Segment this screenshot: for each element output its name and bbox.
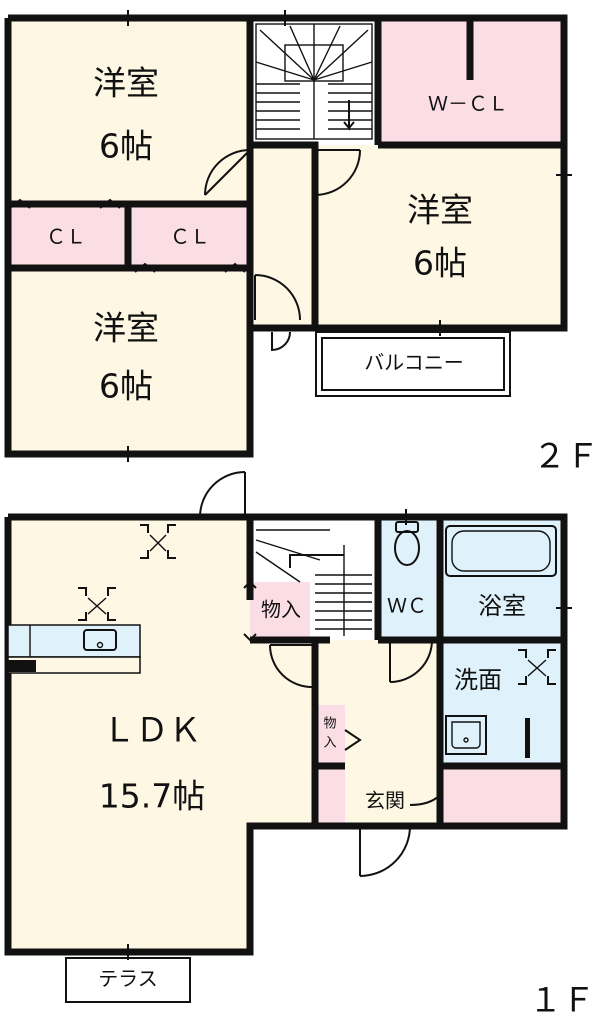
bath-fill xyxy=(440,520,564,640)
storage-hall-label-2: 入 xyxy=(323,736,336,751)
storage-hall-label-1: 物 xyxy=(323,717,336,732)
door-entrance xyxy=(359,825,411,877)
door-wc xyxy=(389,639,433,683)
storage-stair-fill xyxy=(250,582,310,640)
ldk-name: ＬＤＫ xyxy=(103,711,202,750)
room-sw-name: 洋室 xyxy=(93,309,159,348)
shoe-right-fill xyxy=(440,766,564,826)
room-nw-fill xyxy=(8,18,250,204)
hall-2f-fill xyxy=(250,145,315,328)
room-e-size: 6帖 xyxy=(413,244,467,283)
door-1f-ldk xyxy=(269,644,313,688)
wash-basin xyxy=(445,715,530,758)
wall-1f-outer xyxy=(4,513,568,956)
balcony xyxy=(315,331,511,397)
washroom-label: 洗面 xyxy=(454,666,502,694)
balcony-label: バルコニー xyxy=(364,351,464,375)
terrace xyxy=(65,957,191,1003)
shoe-left-fill xyxy=(315,766,345,826)
room-e-fill xyxy=(315,145,564,328)
wc-label: ＷＣ xyxy=(387,594,427,618)
wall-2f-outer xyxy=(4,14,568,458)
stairs-2f xyxy=(255,23,373,140)
wc-fill xyxy=(378,520,436,640)
window-ticks-2f xyxy=(127,10,572,462)
wcl-label: Ｗ－ＣＬ xyxy=(428,92,508,116)
door-2f-e xyxy=(314,149,361,196)
bath-label: 浴室 xyxy=(478,592,526,620)
door-2f-sw xyxy=(254,274,301,321)
ldk-size: 15.7帖 xyxy=(99,777,205,816)
room-nw-name: 洋室 xyxy=(93,64,159,103)
room-sw-size: 6帖 xyxy=(99,367,153,406)
door-2f-nw xyxy=(204,149,251,196)
vent-fan-kitchen xyxy=(78,587,116,621)
floor1-label: １Ｆ xyxy=(529,981,595,1020)
closet-fill-right xyxy=(128,204,250,268)
floor2-label: ２Ｆ xyxy=(533,437,599,476)
terrace-label: テラス xyxy=(98,967,158,991)
closet-fill-left xyxy=(8,204,128,268)
bathtub xyxy=(445,525,557,577)
door-1f-back xyxy=(199,471,246,518)
wash-fill xyxy=(440,640,564,766)
kitchen-counter xyxy=(7,624,141,674)
storage-stair-label: 物入 xyxy=(261,598,301,622)
room-sw-fill xyxy=(8,268,250,454)
entrance-label: 玄関 xyxy=(365,789,405,813)
stairs-1f xyxy=(255,529,372,636)
closet-right-label: ＣＬ xyxy=(170,225,210,249)
room-nw-size: 6帖 xyxy=(99,127,153,166)
closet-left-label: ＣＬ xyxy=(46,225,86,249)
vent-fan-ldk xyxy=(140,524,176,559)
vent-fan-wash xyxy=(518,649,556,685)
room-e-name: 洋室 xyxy=(407,191,473,230)
entrance-fill xyxy=(345,766,440,826)
closet-door-marks xyxy=(9,144,500,273)
storage-hall-fill xyxy=(315,705,345,766)
